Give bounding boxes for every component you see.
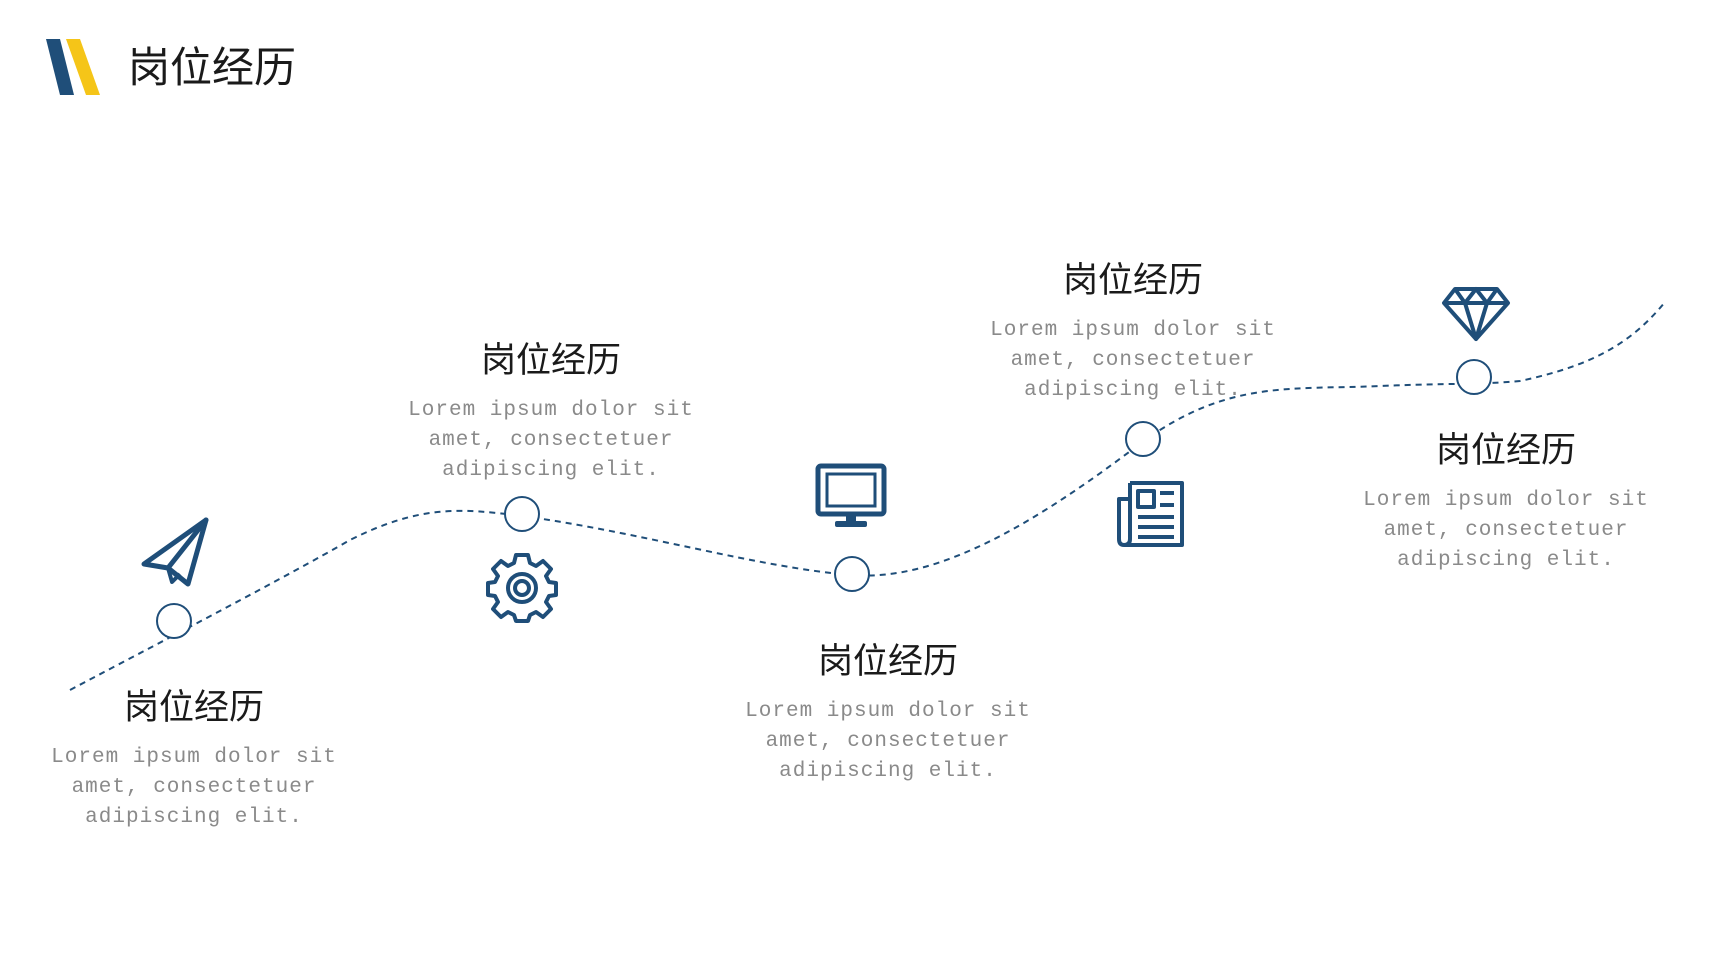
step-title: 岗位经历 [1062,261,1203,301]
newspaper-icon [1117,481,1184,547]
step-description-line: Lorem ipsum dolor sit [51,746,337,769]
page-title: 岗位经历 [128,43,297,92]
step-description-line: adipiscing elit. [1397,549,1615,572]
step-title: 岗位经历 [480,341,621,381]
timeline-node-5 [1456,359,1492,395]
step-description-line: adipiscing elit. [1024,379,1242,402]
timeline-node-3 [834,556,870,592]
step-description-line: amet, consectetuer [71,776,317,799]
step-description-line: adipiscing elit. [442,459,660,482]
step-5: 岗位经历 Lorem ipsum dolor sit amet, consect… [1356,428,1656,576]
step-description-line: amet, consectetuer [765,730,1011,753]
step-2: 岗位经历 Lorem ipsum dolor sit amet, consect… [401,338,701,486]
step-description-line: Lorem ipsum dolor sit [408,399,694,422]
step-description: Lorem ipsum dolor sit amet, consectetuer… [738,697,1038,787]
step-description-line: adipiscing elit. [779,760,997,783]
step-description-line: Lorem ipsum dolor sit [1363,489,1649,512]
step-title: 岗位经历 [123,688,264,728]
step-description-line: amet, consectetuer [1383,519,1629,542]
step-description: Lorem ipsum dolor sit amet, consectetuer… [401,396,701,486]
diamond-icon [1442,287,1510,341]
step-description-line: amet, consectetuer [428,429,674,452]
step-4: 岗位经历 Lorem ipsum dolor sit amet, consect… [983,258,1283,406]
step-description-line: amet, consectetuer [1010,349,1256,372]
step-description-line: Lorem ipsum dolor sit [990,319,1276,342]
step-description: Lorem ipsum dolor sit amet, consectetuer… [983,316,1283,406]
step-description: Lorem ipsum dolor sit amet, consectetuer… [44,743,344,833]
step-description-line: adipiscing elit. [85,806,303,829]
timeline-node-2 [504,496,540,532]
step-3: 岗位经历 Lorem ipsum dolor sit amet, consect… [738,639,1038,787]
step-title: 岗位经历 [1435,431,1576,471]
step-description: Lorem ipsum dolor sit amet, consectetuer… [1356,486,1656,576]
monitor-icon [815,463,887,527]
step-description-line: Lorem ipsum dolor sit [745,700,1031,723]
timeline-dashed-line [69,301,1666,691]
step-title: 岗位经历 [817,642,958,682]
logo-icon [46,39,100,95]
paper-plane-icon [141,517,209,587]
gear-icon [486,553,558,623]
step-1: 岗位经历 Lorem ipsum dolor sit amet, consect… [44,685,344,833]
timeline-node-4 [1125,421,1161,457]
timeline-node-1 [156,603,192,639]
